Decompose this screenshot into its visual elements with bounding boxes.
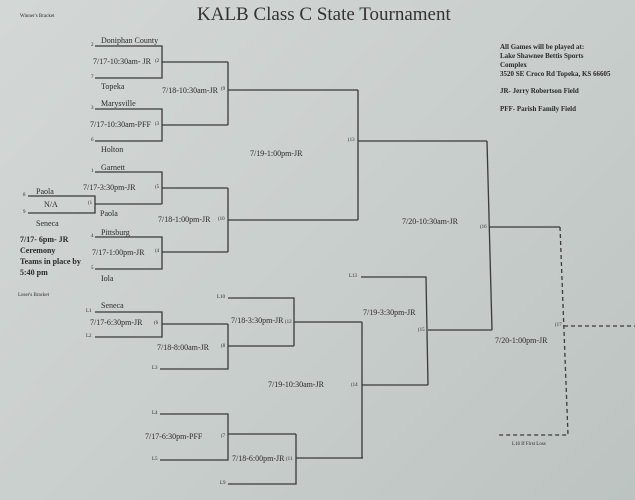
game-number: (3: [155, 122, 160, 127]
game-17-dashed-bracket: [498, 226, 635, 436]
game-number: (7: [221, 434, 226, 439]
loser-slot: L9: [220, 481, 226, 486]
loser-slot: L4: [152, 411, 158, 416]
note-line: Teams in place by: [20, 257, 81, 266]
field-legend-pff: PFF- Parish Family Field: [500, 105, 577, 113]
info-line: All Games will be played at:: [500, 43, 585, 51]
team-name: Pittsburg: [101, 228, 130, 237]
team-name: Marysville: [101, 99, 136, 108]
game-number: (13: [348, 138, 355, 143]
info-line: Complex: [500, 61, 527, 69]
game-time: 7/19-1:00pm-JR: [250, 149, 303, 158]
team-name: Topeka: [101, 82, 125, 91]
venue-info: All Games will be played at: Lake Shawne…: [500, 43, 611, 114]
game-time: 7/17-10:30am- JR: [93, 57, 151, 66]
game-number: (1: [88, 201, 93, 206]
note-line: 5:40 pm: [20, 268, 48, 277]
team-name: Holton: [101, 145, 124, 154]
game-8-bracket: [160, 324, 229, 370]
game-time: 7/18-3:30pm-JR: [231, 316, 284, 325]
team-name: Paola: [100, 209, 118, 218]
note-line: 7/17- 6pm- JR: [20, 235, 69, 244]
game-time: 7/19-10:30am-JR: [268, 380, 324, 389]
game-time: 7/17-6:30pm-JR: [90, 318, 143, 327]
info-line: 3520 SE Croco Rd Topeka, KS 66605: [500, 70, 611, 78]
seed-number: 8: [23, 193, 26, 198]
team-name: Seneca: [36, 219, 59, 228]
game-number: (6: [154, 321, 159, 326]
game-5-bracket: [95, 171, 163, 204]
game-time: 7/19-3:30pm-JR: [363, 308, 416, 317]
field-legend-jr: JR- Jerry Robertson Field: [500, 87, 579, 95]
game-time: 7/17-10:30am-PFF: [90, 120, 151, 129]
game-number: (17: [555, 323, 562, 328]
team-name: Iola: [101, 274, 114, 283]
game-time: 7/18-8:00am-JR: [157, 343, 209, 352]
game-number: (9: [221, 87, 226, 92]
loser-slot: L2: [86, 334, 92, 339]
game-7-bracket: [160, 413, 229, 461]
seed-number: 2: [91, 43, 94, 48]
game-number: (14: [351, 383, 358, 388]
losers-bracket-label: Loser's Bracket: [18, 293, 50, 298]
game-number: (2: [155, 59, 160, 64]
game-11-bracket: [228, 434, 297, 485]
seed-number: 4: [91, 234, 94, 239]
team-name: Seneca: [101, 301, 124, 310]
game-time: 7/20-1:00pm-JR: [495, 336, 548, 345]
game-number: (5: [155, 185, 160, 190]
loser-slot: L5: [152, 457, 158, 462]
game-15-bracket: [361, 276, 429, 386]
game-time: 7/18-6:00pm-JR: [232, 454, 285, 463]
team-name: Doniphan County: [101, 36, 159, 45]
game-number: (11: [286, 457, 293, 462]
game-time: 7/18-10:30am-JR: [162, 86, 218, 95]
game-number: (4: [155, 249, 160, 254]
game-time: 7/17-1:00pm-JR: [92, 248, 145, 257]
seed-number: 7: [91, 75, 94, 80]
seed-number: 6: [91, 138, 94, 143]
game-16-bracket: [486, 140, 493, 331]
game-time: 7/17-3:30pm-JR: [83, 183, 136, 192]
game-time: 7/18-1:00pm-JR: [158, 215, 211, 224]
winners-bracket-label: Winner's Bracket: [20, 14, 55, 19]
game-number: (8: [221, 344, 226, 349]
game-time: 7/20-10:30am-JR: [402, 217, 458, 226]
loser-slot: L16 If First Loss: [512, 442, 546, 447]
page-title: KALB Class C State Tournament: [197, 4, 451, 25]
game-number: (16: [480, 225, 487, 230]
loser-slot: L1: [86, 309, 92, 314]
game-1-bracket: [28, 195, 96, 214]
game-number: (10: [218, 217, 225, 222]
game-4-bracket: [95, 236, 163, 270]
loser-slot: L13: [349, 274, 358, 279]
team-name: Paola: [36, 187, 54, 196]
game-number: (15: [418, 328, 425, 333]
note-line: Ceremony: [20, 246, 56, 255]
team-name: N/A: [44, 200, 58, 209]
game-number: (12: [285, 320, 292, 325]
seed-number: 1: [91, 169, 94, 174]
seed-number: 3: [91, 106, 94, 111]
loser-slot: L10: [217, 295, 226, 300]
seed-number: 9: [23, 210, 26, 215]
loser-slot: L3: [152, 366, 158, 371]
ceremony-note: 7/17- 6pm- JR Ceremony Teams in place by…: [20, 234, 81, 278]
game-12-bracket: [228, 297, 295, 346]
seed-number: 5: [91, 266, 94, 271]
info-line: Lake Shawnee Bettis Sports: [500, 52, 584, 60]
team-name: Garnett: [101, 163, 125, 172]
game-time: 7/17-6:30pm-PFF: [145, 432, 203, 441]
